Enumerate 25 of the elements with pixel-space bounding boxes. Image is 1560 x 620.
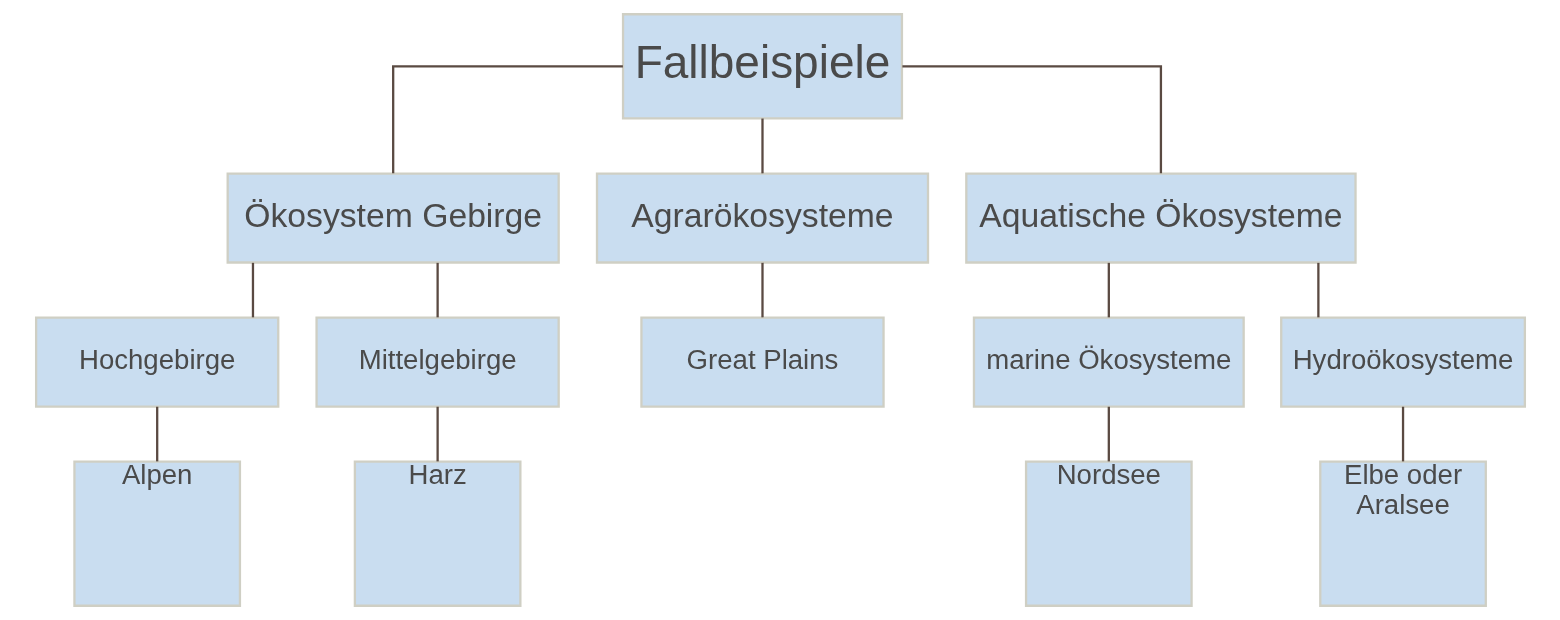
connector (1107, 406, 1110, 462)
connector (1316, 262, 1320, 318)
connector (901, 65, 1162, 174)
node-box: Elbe oder Aralsee (1318, 460, 1487, 607)
node-box: Aquatische Ökosysteme (964, 172, 1357, 264)
node-box: Harz (353, 460, 521, 607)
connector (760, 118, 764, 174)
connector (251, 262, 254, 318)
connector (435, 262, 439, 318)
connector (1401, 406, 1404, 462)
node-box: Nordsee (1024, 460, 1193, 607)
node-box: Fallbeispiele (621, 13, 903, 120)
node-box: Hochgebirge (34, 316, 279, 408)
node-box: Hydroökosysteme (1279, 316, 1526, 408)
node-box: Alpen (72, 460, 241, 607)
connector (155, 406, 158, 462)
connector (760, 262, 764, 318)
connector (1107, 262, 1110, 318)
node-box: marine Ökosysteme (972, 316, 1245, 408)
connector (391, 65, 623, 174)
node-box: Agrarökosysteme (595, 172, 929, 264)
node-box: Mittelgebirge (314, 316, 560, 408)
connector (435, 406, 439, 462)
node-box: Ökosystem Gebirge (226, 172, 560, 264)
node-box: Great Plains (639, 316, 885, 408)
